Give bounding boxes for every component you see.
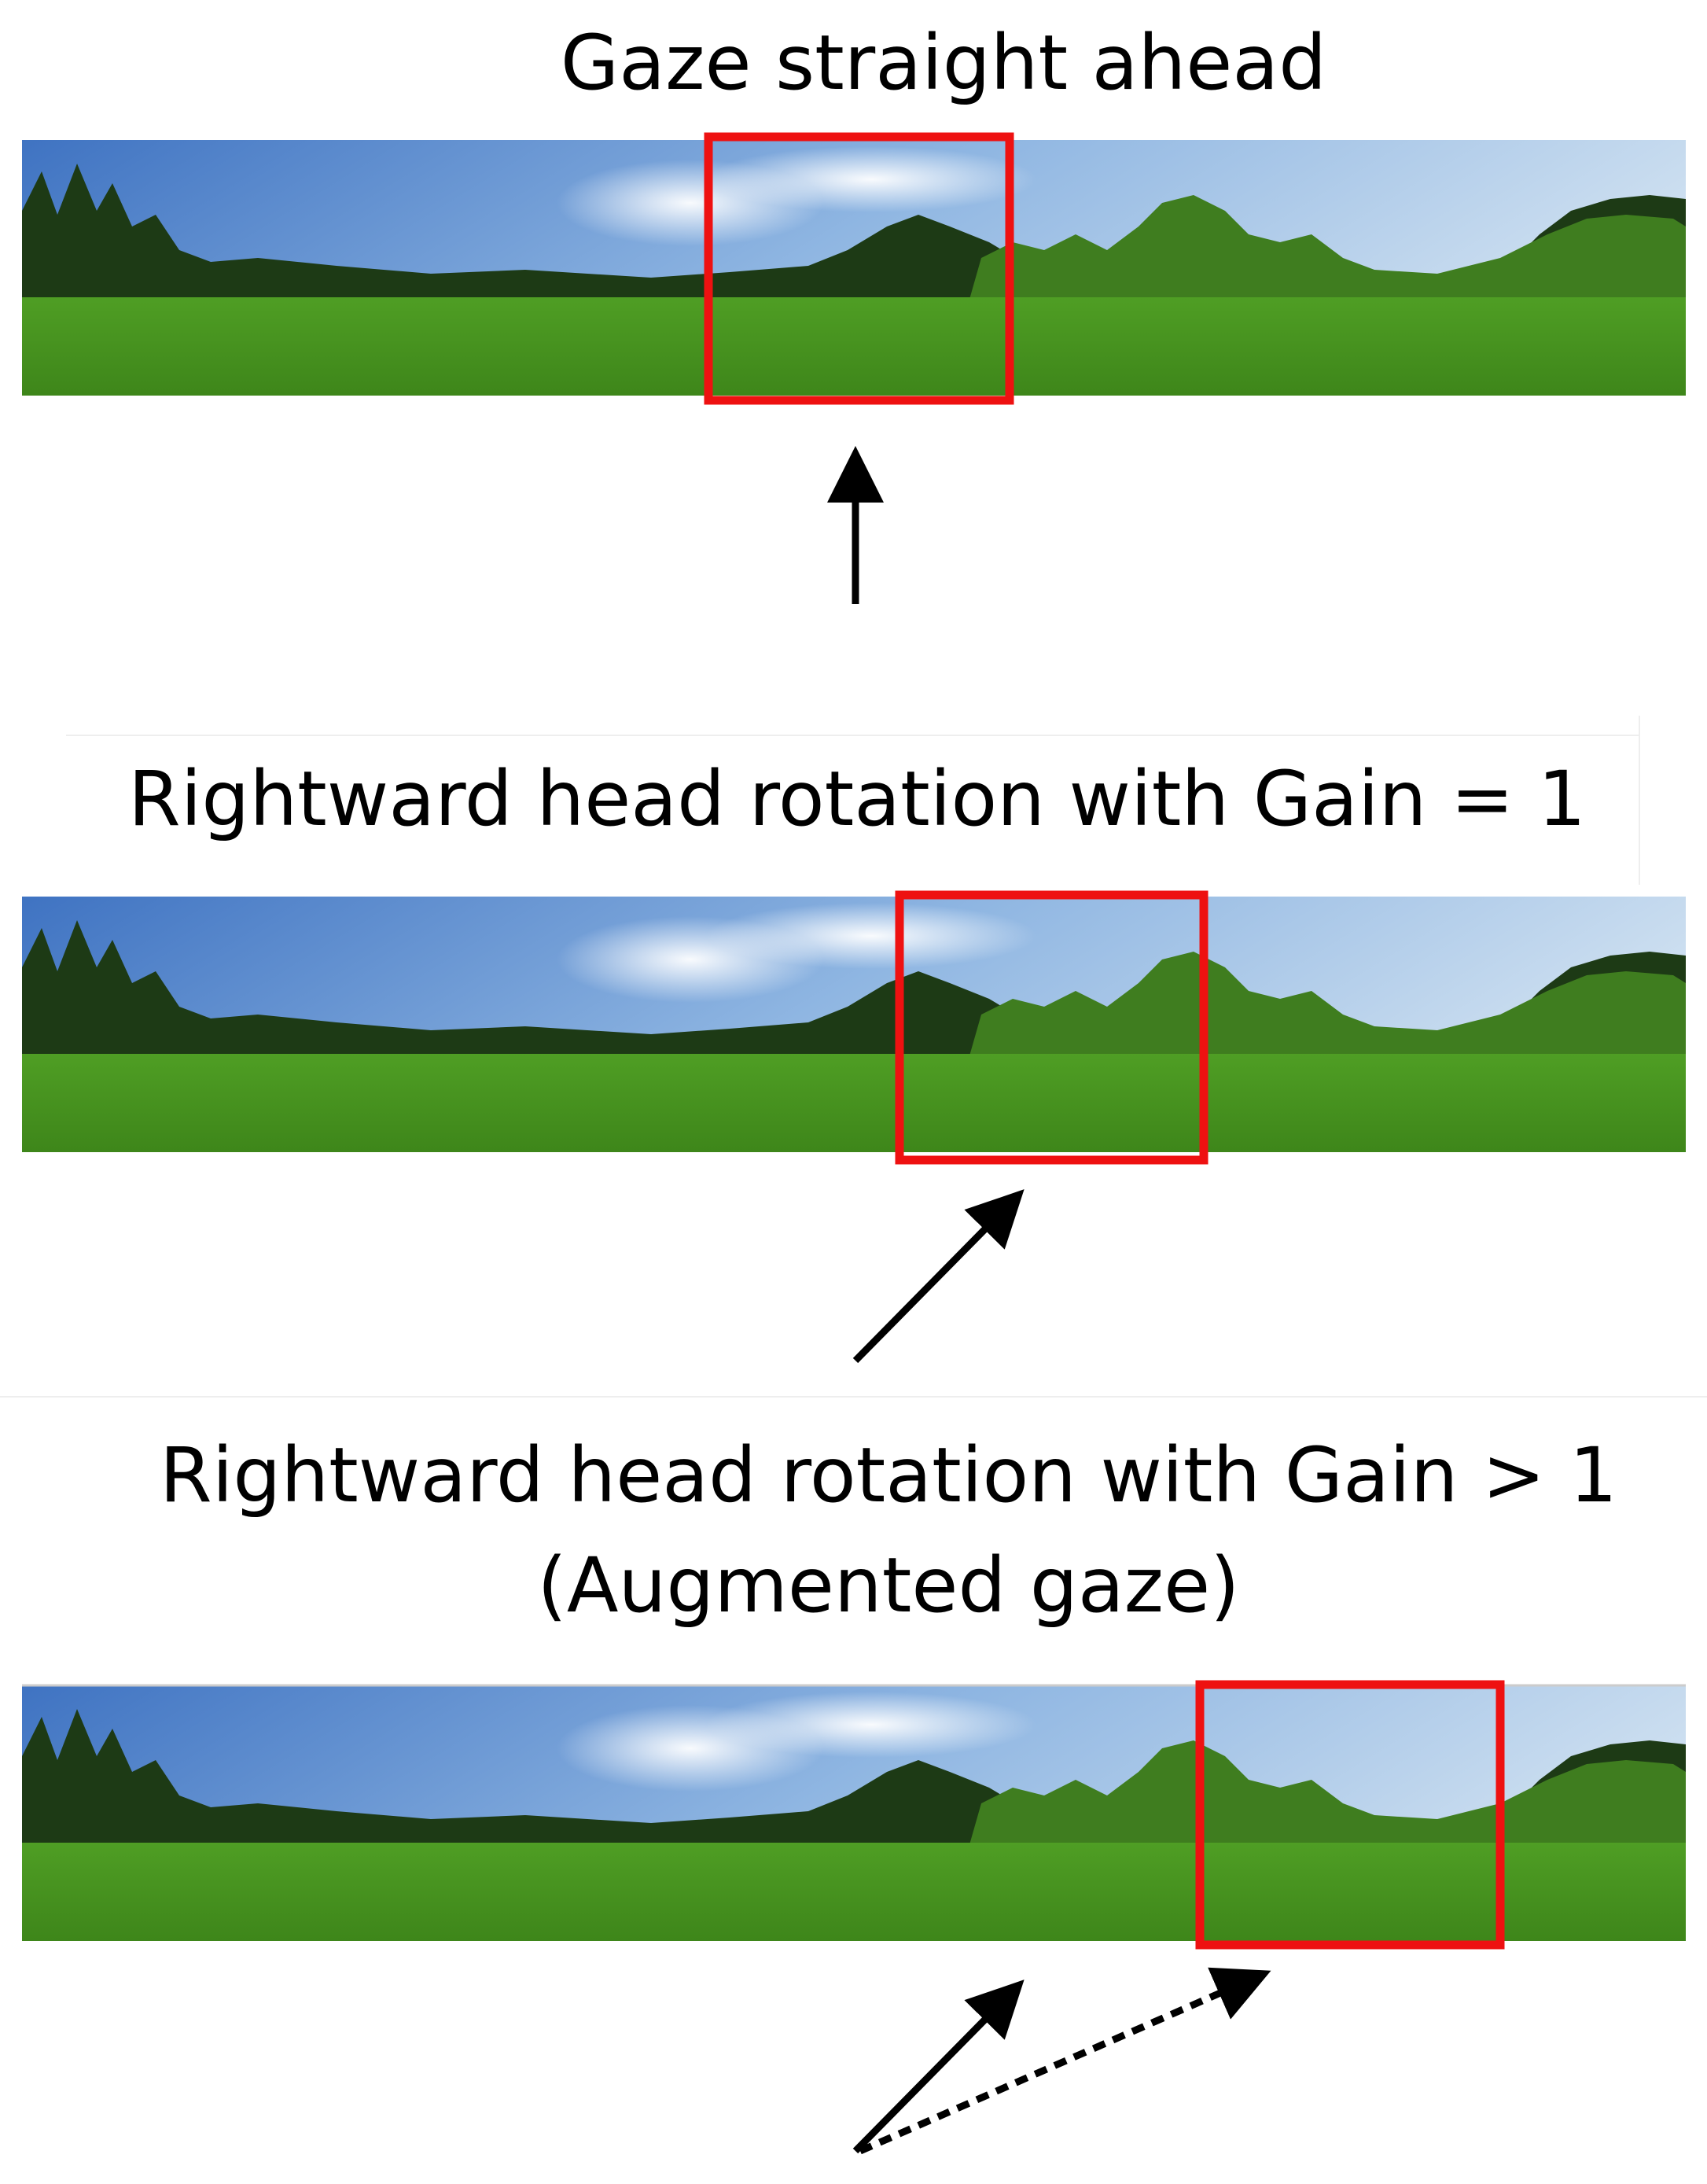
panel-gain-gt-1 [0, 1396, 1707, 2155]
cloud [706, 1692, 1036, 1758]
grass [22, 1843, 1686, 1941]
panorama-gain-1 [22, 897, 1686, 1152]
treeline-dark [22, 920, 1686, 1077]
panel-gain-1 [22, 716, 1686, 1364]
caption-gain-gt-1: Rightward head rotation with Gain > 1 [160, 1431, 1617, 1519]
head-direction-arrow [852, 1189, 1025, 1364]
treeline-dark [22, 1709, 1686, 1866]
panorama-gain-gt-1 [22, 1685, 1686, 1941]
viewport-box [1195, 1680, 1505, 1950]
viewport-box [704, 132, 1014, 405]
cloud [706, 903, 1036, 969]
treeline-light [966, 952, 1686, 1077]
caption-gain-1: Rightward head rotation with Gain = 1 [128, 755, 1586, 843]
treeline-light [966, 195, 1686, 321]
viewport-box [895, 890, 1209, 1165]
panorama-straight [22, 140, 1686, 396]
caption-augmented-gaze: (Augmented gaze) [537, 1541, 1240, 1630]
panel-straight [22, 132, 1686, 604]
treeline-light [966, 1740, 1686, 1866]
head-direction-arrow [852, 1980, 1025, 2154]
grass [22, 1054, 1686, 1152]
caption-gaze-straight: Gaze straight ahead [560, 19, 1327, 107]
treeline-dark [22, 164, 1686, 321]
cloud [706, 146, 1036, 212]
grass [22, 297, 1686, 396]
augmented-gaze-arrow [859, 1967, 1271, 2155]
